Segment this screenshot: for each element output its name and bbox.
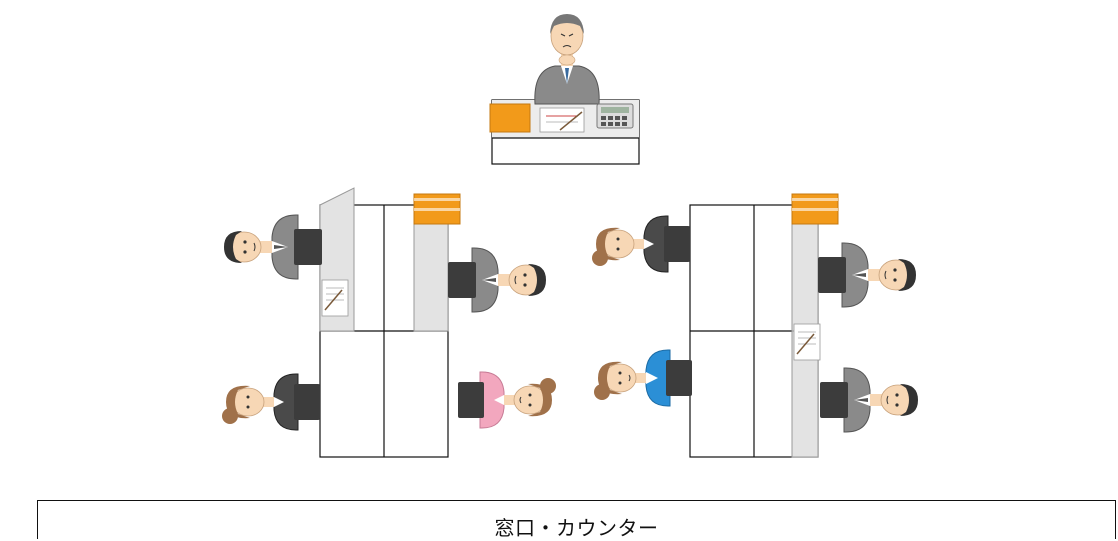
female-worker-figure [591, 215, 691, 273]
female-worker-figure [457, 371, 557, 429]
male-worker-figure [817, 242, 917, 308]
female-worker-figure [221, 373, 321, 431]
calculator-icon [596, 103, 634, 129]
paper-icon [539, 107, 585, 133]
manager-figure [534, 14, 600, 105]
male-worker-figure [447, 247, 547, 313]
counter-label: 窓口・カウンター [494, 516, 659, 540]
folder-icon [791, 193, 839, 225]
folder-icon [413, 193, 461, 225]
male-worker-figure [819, 367, 919, 433]
female-worker-figure [593, 349, 693, 407]
paper-icon [793, 323, 821, 361]
service-counter: 窓口・カウンター [37, 500, 1116, 540]
paper-icon [321, 279, 349, 317]
folder-icon [489, 103, 531, 133]
male-worker-figure [223, 214, 323, 280]
